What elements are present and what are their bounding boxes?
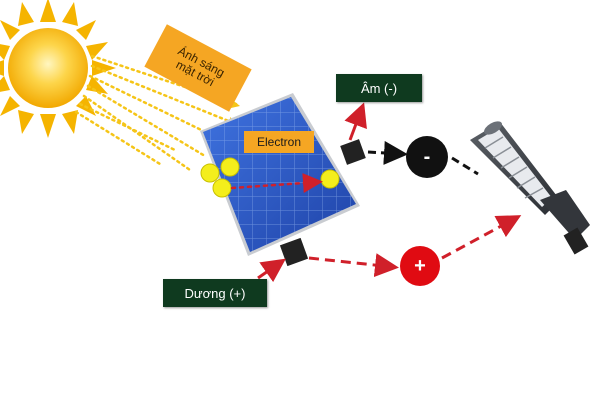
- positive-symbol: +: [414, 254, 426, 277]
- positive-label: Dương (+): [163, 279, 267, 307]
- sun-icon: [0, 0, 116, 138]
- positive-to-lamp-wire: [441, 215, 522, 260]
- electron-4: [320, 169, 340, 189]
- arrow-to-negative-label: [344, 102, 367, 141]
- positive-terminal: [400, 246, 440, 286]
- negative-symbol: -: [423, 145, 431, 168]
- electrons: [200, 157, 340, 198]
- arrow-from-positive-label: [257, 258, 286, 283]
- junction-box-top: [340, 139, 366, 165]
- electron-1: [200, 163, 220, 183]
- electron-label: Electron: [244, 131, 314, 153]
- negative-terminal: [406, 136, 448, 178]
- negative-to-lamp-wire: [451, 156, 479, 176]
- electron-2: [220, 157, 240, 177]
- negative-wire: [367, 140, 408, 165]
- led-street-light-icon: [470, 121, 590, 255]
- positive-wire: [308, 253, 399, 278]
- electron-flow-arrow: [230, 173, 323, 194]
- electron-3: [212, 178, 232, 198]
- solar-panel-icon: [200, 93, 360, 256]
- junction-box-bottom: [279, 237, 309, 267]
- negative-label: Âm (-): [336, 74, 422, 102]
